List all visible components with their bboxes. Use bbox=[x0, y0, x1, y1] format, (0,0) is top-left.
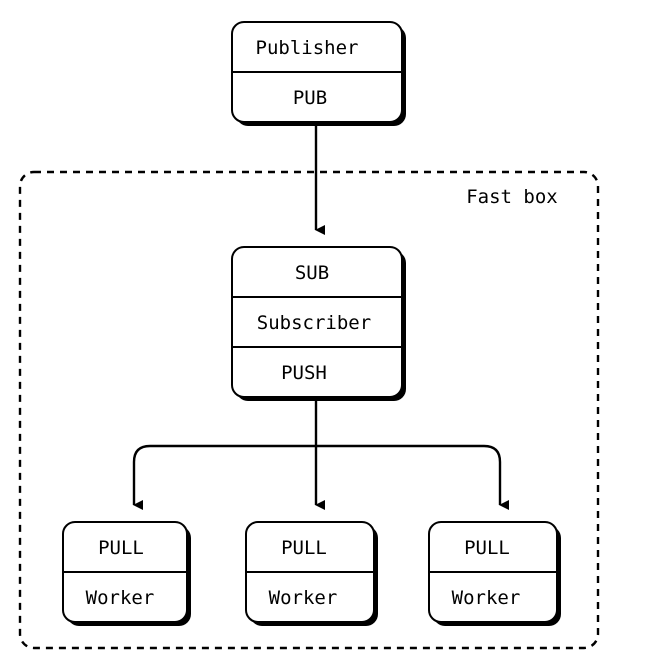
worker-node-1: PULL Worker bbox=[62, 521, 191, 626]
pub-socket-label: PUB bbox=[293, 87, 327, 109]
push-socket-label: PUSH bbox=[281, 362, 327, 384]
worker-node-2: PULL Worker bbox=[245, 521, 378, 626]
pull-socket-label: PULL bbox=[98, 537, 144, 559]
fast-box-container bbox=[18, 170, 600, 650]
subscriber-label: Subscriber bbox=[257, 312, 371, 334]
worker-label: Worker bbox=[269, 587, 338, 609]
subscriber-node: SUB Subscriber PUSH bbox=[231, 246, 406, 401]
edge-push-to-worker-1 bbox=[132, 399, 318, 510]
node-box bbox=[231, 246, 403, 398]
publisher-label: Publisher bbox=[256, 37, 359, 59]
worker-label: Worker bbox=[86, 587, 155, 609]
publisher-node: Publisher PUB bbox=[231, 21, 406, 126]
worker-node-3: PULL Worker bbox=[428, 521, 561, 626]
edge-push-to-worker-3 bbox=[316, 444, 509, 510]
worker-label: Worker bbox=[452, 587, 521, 609]
sub-socket-label: SUB bbox=[295, 262, 329, 284]
pull-socket-label: PULL bbox=[464, 537, 510, 559]
pull-socket-label: PULL bbox=[281, 537, 327, 559]
fast-box-label: Fast box bbox=[466, 186, 558, 208]
